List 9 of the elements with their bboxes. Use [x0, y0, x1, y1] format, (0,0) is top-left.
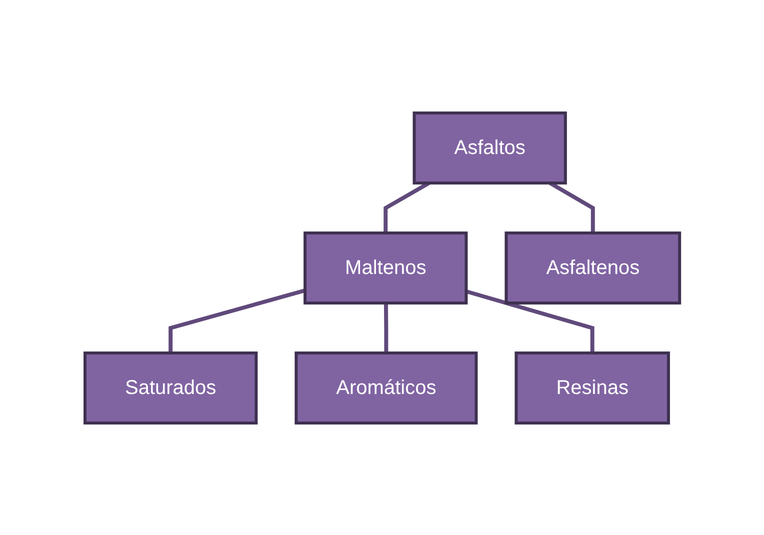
node-box: Maltenos — [303, 231, 468, 304]
connector — [168, 288, 306, 352]
connector — [384, 302, 388, 352]
node-box: Asfaltos — [412, 111, 567, 184]
node-box: Resinas — [514, 351, 670, 424]
node-box: Aromáticos — [294, 351, 478, 424]
connector — [465, 288, 594, 352]
node-box: Asfaltenos — [504, 231, 681, 304]
node-box: Saturados — [83, 351, 258, 424]
